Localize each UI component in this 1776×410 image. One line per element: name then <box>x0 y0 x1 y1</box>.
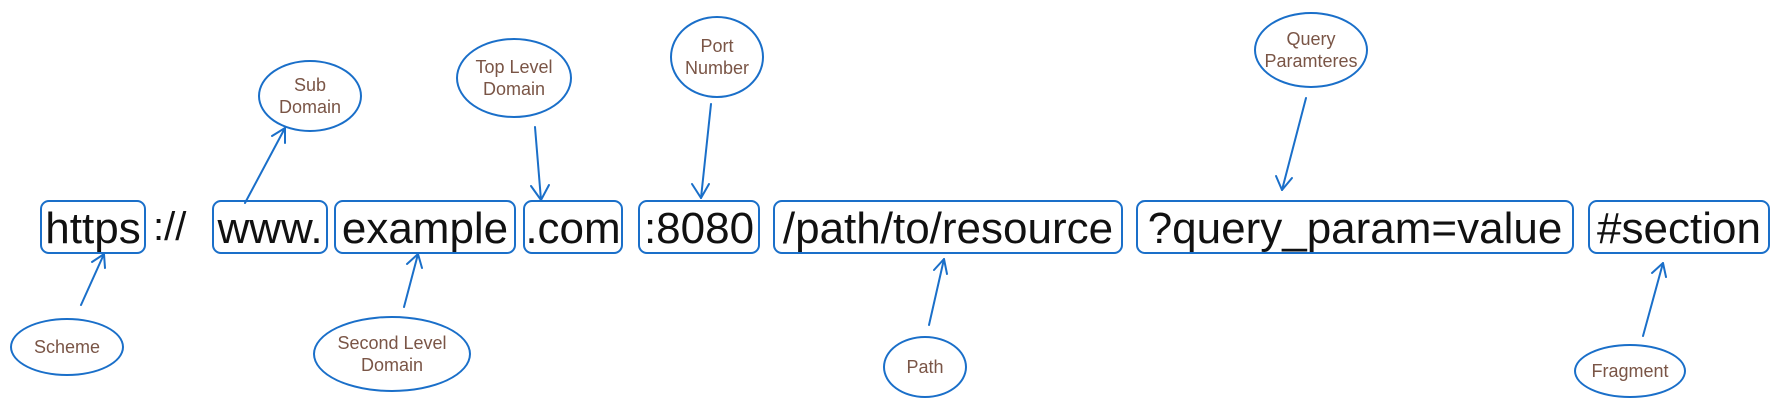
url-query: ?query_param=value <box>1136 200 1574 254</box>
label-top-level-text: Top Level Domain <box>475 57 553 99</box>
arrow-scheme <box>80 253 106 306</box>
arrow-port <box>691 103 712 199</box>
label-scheme-text: Scheme <box>33 337 101 357</box>
label-scheme: Scheme <box>10 318 124 376</box>
label-port-text: Port Number <box>684 36 750 78</box>
arrow-query <box>1275 97 1307 191</box>
url-fragment: #section <box>1588 200 1770 254</box>
label-subdomain: Sub Domain <box>258 60 362 132</box>
label-fragment: Fragment <box>1574 344 1686 398</box>
label-subdomain-text: Sub Domain <box>278 75 342 117</box>
url-path: /path/to/resource <box>773 200 1123 254</box>
label-second-level-domain: Second Level Domain <box>313 316 471 392</box>
label-top-level-domain: Top Level Domain <box>456 38 572 118</box>
label-path: Path <box>883 336 967 398</box>
label-fragment-text: Fragment <box>1591 361 1669 381</box>
label-query: Query Paramteres <box>1254 12 1368 88</box>
arrow-subdomain <box>244 127 286 204</box>
arrow-path <box>928 258 948 326</box>
arrow-top-level <box>530 126 550 201</box>
url-subdomain: www. <box>212 200 328 254</box>
arrow-fragment <box>1642 262 1667 337</box>
url-separator: :// <box>153 205 187 249</box>
arrow-second-level <box>403 253 423 308</box>
label-port: Port Number <box>670 16 764 98</box>
label-second-level-text: Second Level Domain <box>337 333 447 375</box>
url-top-level-domain: .com <box>523 200 623 254</box>
label-path-text: Path <box>906 357 944 377</box>
url-second-level-domain: example <box>334 200 516 254</box>
url-port: :8080 <box>638 200 760 254</box>
label-query-text: Query Paramteres <box>1264 29 1358 71</box>
url-scheme: https <box>40 200 146 254</box>
